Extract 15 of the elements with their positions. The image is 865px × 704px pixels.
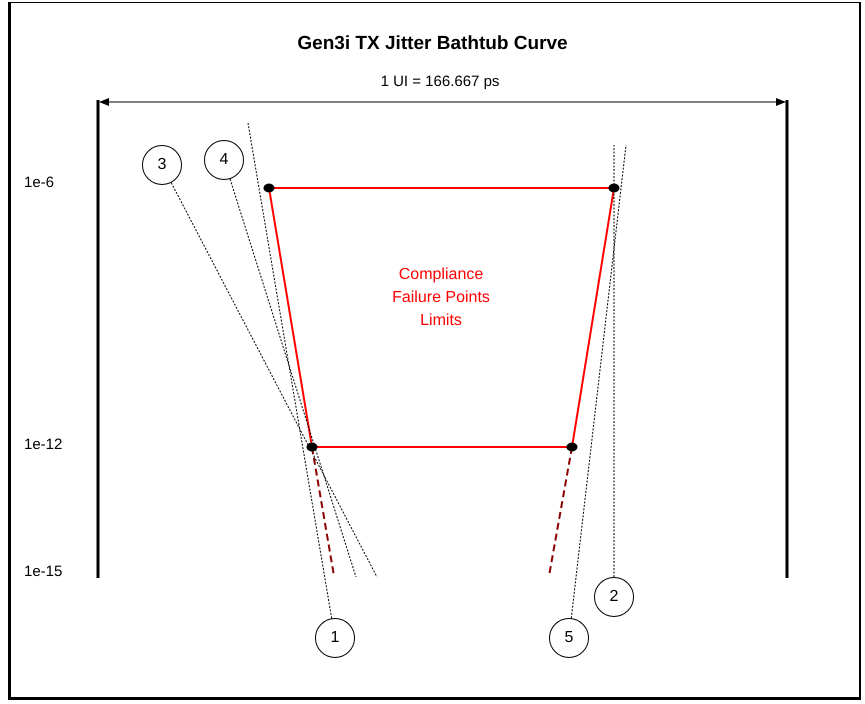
callout-number: 4 xyxy=(204,140,244,180)
axis-tick-label: 1e-15 xyxy=(24,563,62,580)
leader-line xyxy=(170,182,378,578)
callout-number: 1 xyxy=(315,618,355,658)
leader-line xyxy=(570,144,626,619)
callout-number: 5 xyxy=(549,618,589,658)
trapezoid-outline xyxy=(269,188,614,447)
axis-tick-label: 1e-6 xyxy=(24,174,54,191)
title: Gen3i TX Jitter Bathtub Curve xyxy=(296,33,569,55)
callout-number: 2 xyxy=(594,577,634,617)
leader-line xyxy=(230,178,356,578)
region-label: Compliance Failure Points Limits xyxy=(391,265,491,331)
leader-line xyxy=(248,122,332,619)
callout-number: 3 xyxy=(142,145,182,185)
axis-tick-label: 1e-12 xyxy=(24,436,62,453)
